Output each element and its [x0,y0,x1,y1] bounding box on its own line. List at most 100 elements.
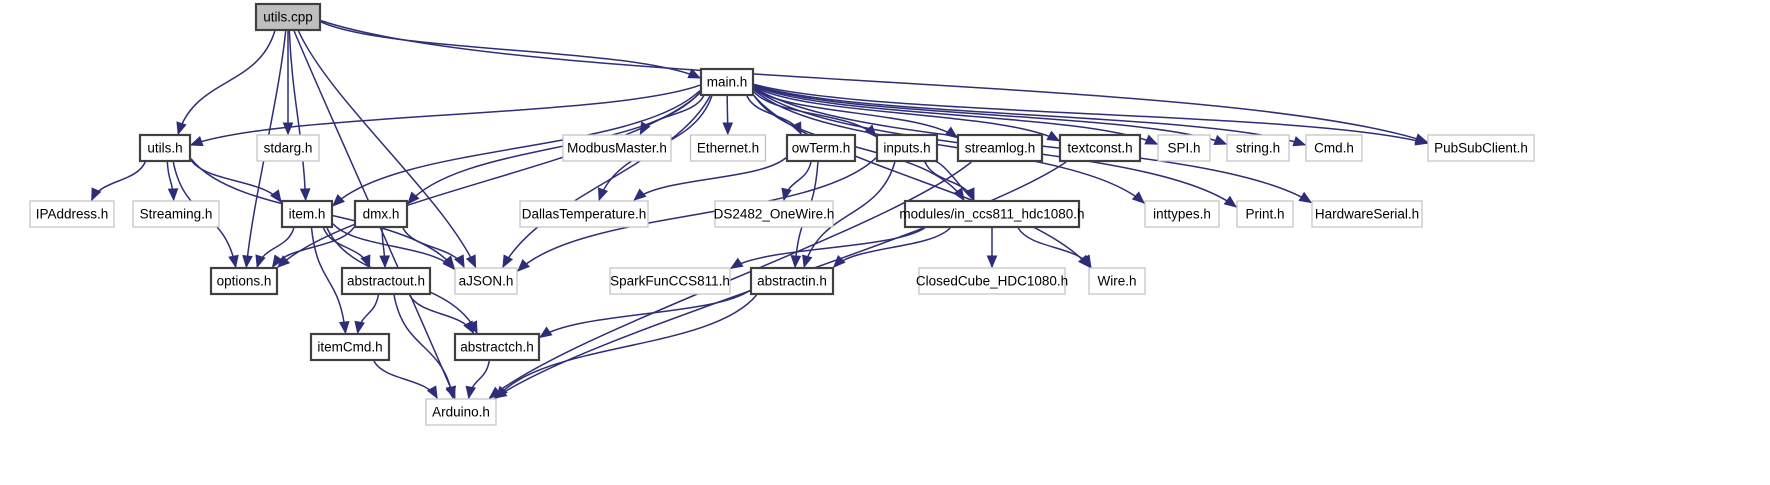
node-box[interactable] [689,134,767,162]
node-label: streamlog.h [965,141,1036,156]
node-wire_h[interactable]: Wire.h [1088,267,1146,295]
node-box[interactable] [956,133,1044,163]
node-owterm_h[interactable]: owTerm.h [785,133,857,163]
edge-arrowhead [228,254,239,269]
node-utils_cpp[interactable]: utils.cpp [254,2,322,32]
node-label: Ethernet.h [697,141,759,156]
node-inttypes_h[interactable]: inttypes.h [1144,200,1220,228]
node-textconst_h[interactable]: textconst.h [1058,133,1142,163]
node-box[interactable] [785,133,857,163]
node-item_h[interactable]: item.h [280,199,334,229]
node-box[interactable] [256,134,320,162]
node-box[interactable] [1144,200,1220,228]
node-box[interactable] [453,332,541,362]
node-dallastemperature_h[interactable]: DallasTemperature.h [519,200,649,228]
node-box[interactable] [29,200,115,228]
edge-arrowhead [426,385,438,400]
node-box[interactable] [1226,134,1290,162]
edge-arrowhead [271,254,284,269]
node-abstractin_h[interactable]: abstractin.h [749,266,835,296]
node-arduino_h[interactable]: Arduino.h [425,398,497,426]
edge-utils_cpp-to-ajson_h [297,30,477,268]
edge-arrowhead [633,188,647,201]
node-box[interactable] [1058,133,1142,163]
node-box[interactable] [875,133,939,163]
node-box[interactable] [454,267,518,295]
node-box[interactable] [1311,200,1423,228]
node-label: owTerm.h [792,141,851,156]
node-itemcmd_h[interactable]: itemCmd.h [309,332,391,362]
node-inputs_h[interactable]: inputs.h [875,133,939,163]
edge-arrowhead [189,136,204,147]
node-box[interactable] [340,266,432,296]
edge-arrowhead [1414,135,1429,146]
node-box[interactable] [699,67,755,97]
node-box[interactable] [309,332,391,362]
node-box[interactable] [714,200,834,228]
node-box[interactable] [1236,200,1294,228]
edge-arrowhead [1144,134,1159,145]
node-streamlog_h[interactable]: streamlog.h [956,133,1044,163]
node-spi_h[interactable]: SPI.h [1157,134,1211,162]
edge-arrowhead [167,188,179,202]
node-sparkfunccs811_h[interactable]: SparkFunCCS811.h [609,267,731,295]
edge-main_h-to-item_h [332,89,701,207]
node-box[interactable] [918,267,1066,295]
node-ajson_h[interactable]: aJSON.h [454,267,518,295]
node-streaming_h[interactable]: Streaming.h [132,200,220,228]
node-hardwareserial_h[interactable]: HardwareSerial.h [1311,200,1423,228]
node-box[interactable] [280,199,334,229]
edge-modules_ccs811_h-to-sparkfunccs811_h [730,227,926,269]
node-box[interactable] [1088,267,1146,295]
edge-utils_cpp-to-main_h [320,21,701,79]
edge-arrowhead [687,68,702,79]
node-box[interactable] [254,2,322,32]
node-box[interactable] [749,266,835,296]
edge-arrowhead [1080,254,1092,269]
node-box[interactable] [1157,134,1211,162]
node-print_h[interactable]: Print.h [1236,200,1294,228]
edge-arrowhead [1298,191,1313,204]
node-cmd_h[interactable]: Cmd.h [1305,134,1363,162]
edge-arrowhead [1223,195,1238,208]
node-ipaddress_h[interactable]: IPAddress.h [29,200,115,228]
edge-arrowhead [442,256,455,270]
node-modules_ccs811_h[interactable]: modules/in_ccs811_hdc1080.h [899,199,1085,229]
node-box[interactable] [353,199,409,229]
node-dmx_h[interactable]: dmx.h [353,199,409,229]
node-box[interactable] [209,266,279,296]
node-box[interactable] [1427,134,1535,162]
node-pubsubclient_h[interactable]: PubSubClient.h [1427,134,1535,162]
node-box[interactable] [903,199,1081,229]
node-utils_h[interactable]: utils.h [138,133,192,163]
edge-abstractin_h-to-abstractch_h [539,289,751,338]
edge-arrowhead [332,194,346,207]
node-ds2482_onewire_h[interactable]: DS2482_OneWire.h [714,200,835,228]
node-label: inttypes.h [1153,207,1211,222]
edge-arrowhead [832,255,846,268]
node-abstractout_h[interactable]: abstractout.h [340,266,432,296]
node-box[interactable] [425,398,497,426]
node-string_h[interactable]: string.h [1226,134,1290,162]
node-box[interactable] [138,133,192,163]
node-box[interactable] [609,267,731,295]
edge-arrowhead [255,254,266,269]
node-modbusmaster_h[interactable]: ModbusMaster.h [562,134,672,162]
node-box[interactable] [519,200,649,228]
node-box[interactable] [1305,134,1363,162]
node-options_h[interactable]: options.h [209,266,279,296]
node-label: modules/in_ccs811_hdc1080.h [899,207,1084,222]
edge-arrowhead [802,254,813,269]
node-main_h[interactable]: main.h [699,67,755,97]
node-label: aJSON.h [459,274,514,289]
node-closedcube_h[interactable]: ClosedCube_HDC1080.h [916,267,1068,295]
edge-arrowhead [338,321,350,335]
node-label: utils.cpp [263,10,313,25]
node-label: Print.h [1245,207,1284,222]
node-abstractch_h[interactable]: abstractch.h [453,332,541,362]
edge-arrowhead [1131,191,1145,204]
node-ethernet_h[interactable]: Ethernet.h [689,134,767,162]
node-stdarg_h[interactable]: stdarg.h [256,134,320,162]
node-box[interactable] [132,200,220,228]
node-box[interactable] [562,134,672,162]
